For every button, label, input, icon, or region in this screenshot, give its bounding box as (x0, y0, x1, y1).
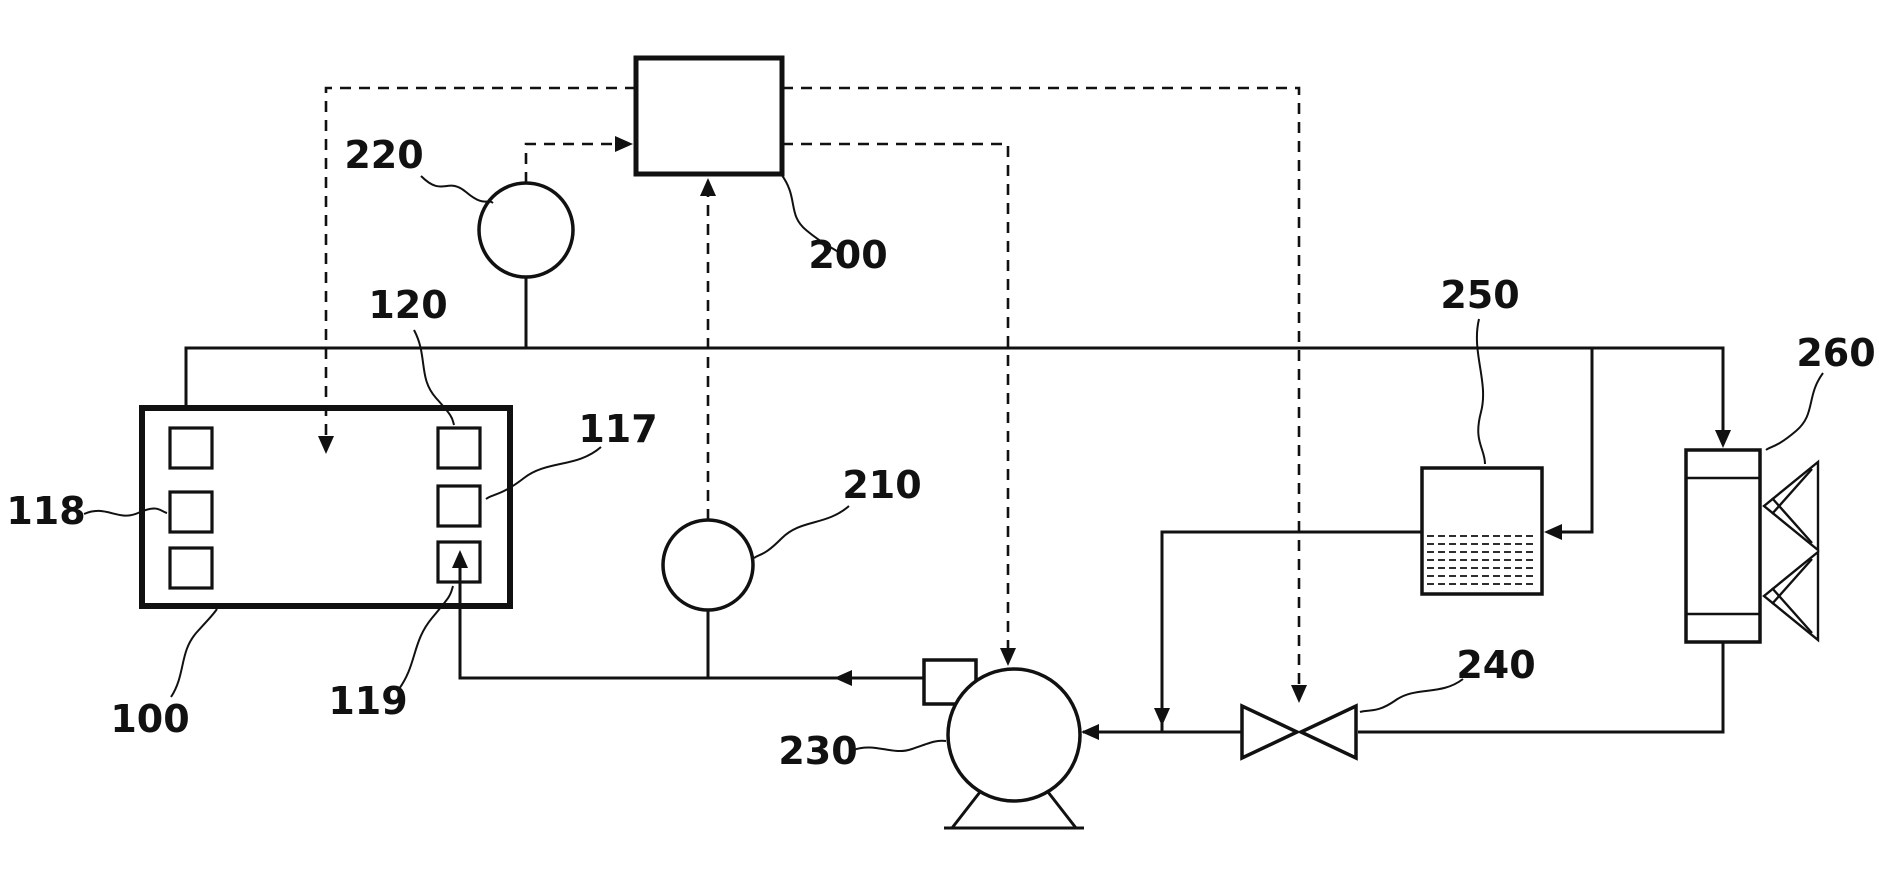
flow-arrow-into-pump (1081, 724, 1099, 740)
signal-arrow-into-valve (1291, 685, 1307, 703)
battery-cell (168, 490, 214, 534)
flow-arrow-to-battery (834, 670, 852, 686)
coolant-pipes (184, 277, 1731, 740)
signal-arrow-into-controller-bottom (700, 178, 716, 196)
leader-line-120 (413, 329, 455, 426)
leader-line-117 (485, 446, 602, 500)
fans (1762, 459, 1820, 643)
fan-blade-outline (1762, 549, 1820, 643)
signal-controller-to-battery (324, 86, 636, 438)
leader-line-200 (780, 173, 842, 255)
flow-arrow-into-radiator (1715, 430, 1731, 448)
signal-sensor220-to-controller (524, 142, 615, 183)
fan-blade-outline (1762, 459, 1820, 553)
label-200: 200 (808, 233, 887, 277)
tank-box (1420, 466, 1544, 596)
labels: 220 200 120 117 118 119 100 210 230 240 … (6, 133, 1875, 773)
fan-blade-line (1771, 468, 1813, 515)
battery-cell (436, 484, 482, 528)
radiator (1684, 448, 1762, 644)
signal-arrow-into-controller-left (615, 136, 633, 152)
pump-body-circle (946, 667, 1082, 803)
leader-line-100 (170, 608, 218, 698)
leader-line-119 (398, 585, 454, 690)
label-220: 220 (344, 133, 423, 177)
valve-right-triangle-icon (1296, 703, 1358, 761)
leader-line-230 (852, 739, 947, 753)
battery-cell (168, 546, 214, 590)
flow-arrow-tank-suction (1154, 708, 1170, 726)
sensor-220-circle (477, 181, 575, 279)
label-100: 100 (110, 697, 189, 741)
reservoir-tank (1420, 466, 1544, 596)
fan-icon (1762, 459, 1820, 553)
signal-lines (318, 86, 1307, 703)
leader-line-210 (753, 505, 850, 559)
label-118: 118 (6, 489, 85, 533)
signal-arrow-into-battery (318, 436, 334, 454)
label-210: 210 (842, 463, 921, 507)
label-250: 250 (1440, 273, 1519, 317)
valve (1240, 703, 1358, 761)
label-119: 119 (328, 679, 407, 723)
label-120: 120 (368, 283, 447, 327)
sensor-210-circle (661, 518, 755, 612)
flow-arrow-into-battery-cell (452, 550, 468, 568)
pump (922, 658, 1084, 830)
label-230: 230 (778, 729, 857, 773)
pipe-tank-to-pump (1160, 530, 1422, 732)
label-260: 260 (1796, 331, 1875, 375)
flow-arrow-into-tank (1544, 524, 1562, 540)
pump-outlet-port (922, 658, 978, 706)
controller-box (633, 55, 785, 177)
leader-line-220 (420, 175, 494, 204)
battery-cell (436, 426, 482, 470)
battery-cell (168, 426, 214, 470)
signal-controller-to-valve (782, 86, 1301, 687)
leader-line-118 (83, 507, 168, 517)
label-240: 240 (1456, 643, 1535, 687)
pipe-branch-to-tank (1548, 348, 1594, 534)
leader-line-250 (1475, 318, 1486, 465)
pipe-radiator-to-valve (1358, 642, 1725, 734)
radiator-box (1684, 448, 1762, 644)
signal-arrow-into-pump (1000, 648, 1016, 666)
fan-blade-line (1771, 558, 1813, 605)
leader-line-260 (1765, 372, 1824, 451)
pump-base (944, 791, 1084, 830)
pipe-pump-to-battery (458, 566, 924, 680)
fan-icon (1762, 549, 1820, 643)
leader-line-240 (1359, 678, 1464, 713)
pipe-battery-to-radiator (184, 346, 1725, 432)
leader-lines (83, 173, 1824, 753)
label-117: 117 (578, 407, 657, 451)
